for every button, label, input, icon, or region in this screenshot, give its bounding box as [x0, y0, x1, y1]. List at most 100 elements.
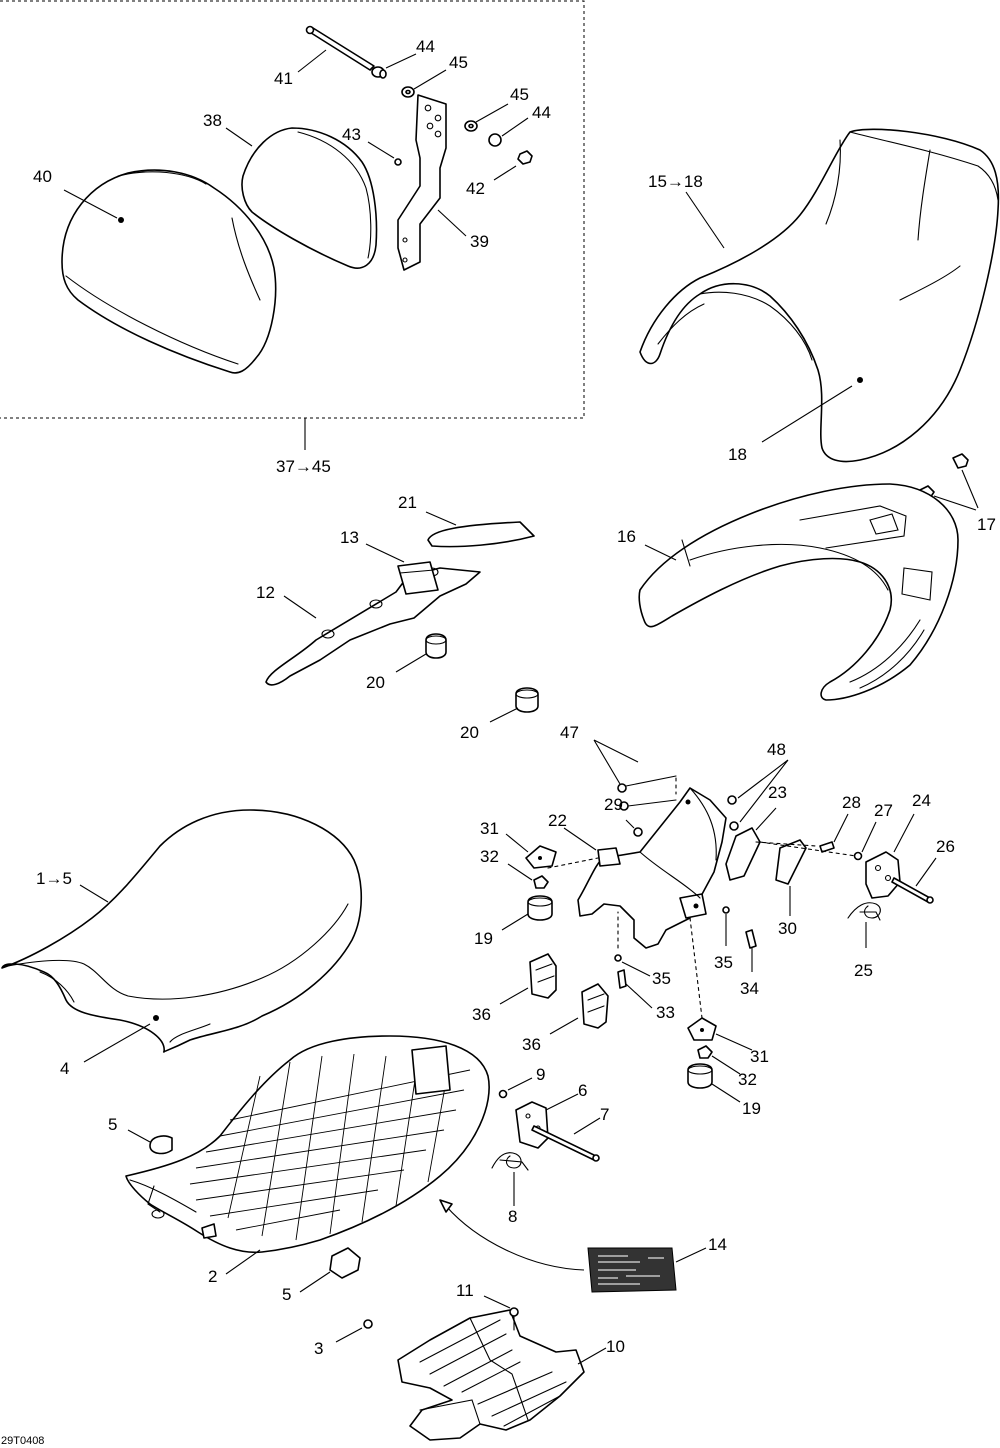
callout-6[interactable]: 6 — [578, 1081, 587, 1100]
callout-14[interactable]: 14 — [708, 1235, 727, 1254]
callout-45-upper[interactable]: 45 — [449, 53, 468, 72]
part-40-backrest-cushion[interactable] — [61, 169, 277, 374]
part-22-latch-bracket[interactable] — [577, 787, 727, 949]
part-44-spacer-right[interactable] — [488, 133, 502, 147]
callout-19-right[interactable]: 19 — [742, 1099, 761, 1118]
part-38-backrest-plate[interactable] — [241, 127, 378, 269]
part-36-clip-left[interactable] — [529, 953, 557, 999]
callout-21[interactable]: 21 — [398, 493, 417, 512]
part-5-clip-upper[interactable] — [149, 1135, 173, 1155]
part-20-bumper-upper[interactable] — [425, 633, 447, 659]
part-31-plate-right[interactable] — [687, 1017, 717, 1041]
part-9-nut[interactable] — [498, 1089, 508, 1099]
callout-2[interactable]: 2 — [208, 1267, 217, 1286]
part-8-spring[interactable] — [491, 1152, 529, 1171]
callout-18[interactable]: 18 — [728, 445, 747, 464]
callout-15-18[interactable]: 15→18 — [648, 172, 703, 191]
part-36-clip-right[interactable] — [581, 983, 609, 1029]
callout-44-upper[interactable]: 44 — [416, 37, 435, 56]
callout-38[interactable]: 38 — [203, 111, 222, 130]
callout-30[interactable]: 30 — [778, 919, 797, 938]
callout-32-left[interactable]: 32 — [480, 847, 499, 866]
part-42-nut[interactable] — [517, 150, 533, 165]
part-35-washer-left[interactable] — [614, 954, 622, 962]
part-23-latch-plate[interactable] — [725, 827, 761, 881]
part-21-pad[interactable] — [427, 521, 535, 548]
callout-32-right[interactable]: 32 — [738, 1070, 757, 1089]
part-18-passenger-seat[interactable] — [639, 128, 1000, 463]
part-29-nut[interactable] — [633, 827, 643, 837]
callout-36-left[interactable]: 36 — [472, 1005, 491, 1024]
part-11-screw[interactable] — [509, 1307, 519, 1331]
callout-8[interactable]: 8 — [508, 1207, 517, 1226]
callout-11[interactable]: 11 — [456, 1281, 474, 1300]
callout-48[interactable]: 48 — [767, 740, 786, 759]
callout-28[interactable]: 28 — [842, 793, 861, 812]
callout-13[interactable]: 13 — [340, 528, 359, 547]
callout-24[interactable]: 24 — [912, 791, 931, 810]
part-33-screw[interactable] — [617, 969, 627, 989]
part-20-bumper-lower[interactable] — [515, 687, 539, 713]
part-32-nut-right[interactable] — [697, 1045, 713, 1059]
callout-10[interactable]: 10 — [606, 1337, 625, 1356]
part-2-driver-seat-base[interactable] — [125, 1035, 490, 1254]
callout-19-left[interactable]: 19 — [474, 929, 493, 948]
callout-35-left[interactable]: 35 — [652, 969, 671, 988]
callout-20-lower[interactable]: 20 — [460, 723, 479, 742]
part-5-clip-lower[interactable] — [329, 1247, 361, 1279]
callout-36-right[interactable]: 36 — [522, 1035, 541, 1054]
callout-33[interactable]: 33 — [656, 1003, 675, 1022]
part-4-driver-seat[interactable] — [1, 809, 363, 1053]
part-44-spacer-upper[interactable] — [371, 66, 387, 79]
part-47-bolts[interactable] — [617, 775, 677, 811]
callout-26[interactable]: 26 — [936, 837, 955, 856]
callout-43[interactable]: 43 — [342, 125, 361, 144]
part-17-fasteners[interactable] — [919, 453, 969, 499]
part-19-bumper-left[interactable] — [527, 895, 553, 921]
part-14-label[interactable] — [587, 1247, 677, 1293]
callout-4[interactable]: 4 — [60, 1059, 69, 1078]
part-39-backrest-bracket[interactable] — [397, 94, 447, 271]
callout-5-lower[interactable]: 5 — [282, 1285, 291, 1304]
callout-45-right[interactable]: 45 — [510, 85, 529, 104]
part-10-floor-pad[interactable] — [397, 1309, 585, 1441]
callout-23[interactable]: 23 — [768, 783, 787, 802]
part-26-pin[interactable] — [891, 877, 934, 904]
callout-39[interactable]: 39 — [470, 232, 489, 251]
part-31-plate-left[interactable] — [525, 845, 557, 869]
callout-3[interactable]: 3 — [314, 1339, 323, 1358]
callout-29[interactable]: 29 — [604, 795, 623, 814]
part-45-washer-right[interactable] — [464, 120, 478, 132]
callout-44-right[interactable]: 44 — [532, 103, 551, 122]
part-45-washer-upper[interactable] — [401, 86, 415, 98]
callout-27[interactable]: 27 — [874, 801, 893, 820]
part-16-passenger-seat-base[interactable] — [638, 483, 959, 701]
callout-20-upper[interactable]: 20 — [366, 673, 385, 692]
part-24-latch[interactable] — [865, 851, 901, 899]
part-25-spring[interactable] — [847, 902, 881, 921]
part-30-plate[interactable] — [775, 839, 807, 885]
part-28-bolt[interactable] — [819, 841, 835, 853]
part-27-nut[interactable] — [853, 851, 863, 861]
callout-47[interactable]: 47 — [560, 723, 579, 742]
callout-34[interactable]: 34 — [740, 979, 759, 998]
callout-31-right[interactable]: 31 — [750, 1047, 769, 1066]
part-35-washer-right[interactable] — [722, 906, 730, 914]
part-6-latch-bracket[interactable] — [515, 1101, 549, 1149]
part-13-strip-cap[interactable] — [397, 561, 439, 595]
part-48-nuts[interactable] — [727, 795, 739, 831]
callout-31-left[interactable]: 31 — [480, 819, 499, 838]
part-7-pin[interactable] — [531, 1125, 600, 1162]
callout-37-45[interactable]: 37→45 — [276, 457, 331, 476]
part-34-screw[interactable] — [745, 929, 757, 949]
callout-41[interactable]: 41 — [274, 69, 293, 88]
part-32-nut-left[interactable] — [533, 875, 549, 889]
callout-40[interactable]: 40 — [33, 167, 52, 186]
callout-5-upper[interactable]: 5 — [108, 1115, 117, 1134]
callout-7[interactable]: 7 — [600, 1105, 609, 1124]
part-41-bolt[interactable] — [305, 25, 375, 71]
callout-1-5[interactable]: 1→5 — [36, 869, 72, 888]
part-19-bumper-right[interactable] — [687, 1063, 713, 1089]
callout-12[interactable]: 12 — [256, 583, 275, 602]
part-43-screw[interactable] — [394, 158, 402, 166]
